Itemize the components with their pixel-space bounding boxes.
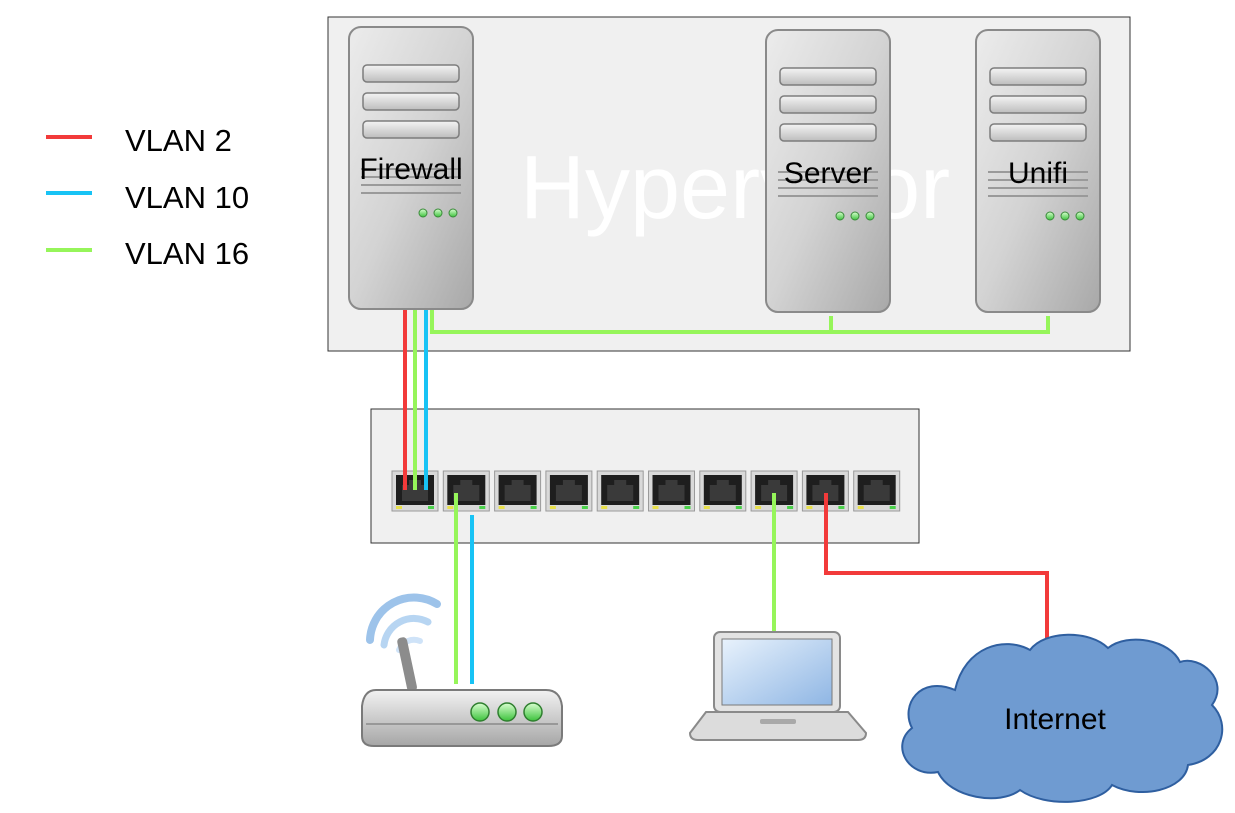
- hypervisor-vlan16-bus: [430, 310, 1050, 334]
- laptop[interactable]: [688, 631, 868, 741]
- wireless-router[interactable]: [361, 593, 563, 747]
- internet-cloud[interactable]: Internet: [901, 633, 1224, 803]
- legend-item-vlan-2: VLAN 2: [46, 123, 232, 158]
- legend-label-vlan-10: VLAN 10: [125, 180, 249, 215]
- switch-port-3[interactable]: [494, 470, 542, 512]
- wireless-router-icon: [361, 593, 563, 747]
- server-label-unifi: Unifi: [1008, 157, 1068, 190]
- internet-label: Internet: [1004, 703, 1106, 736]
- server-label-firewall: Firewall: [359, 153, 462, 186]
- cloud-icon: [901, 633, 1224, 803]
- switch-port-2[interactable]: [442, 470, 490, 512]
- cables: [403, 310, 1049, 684]
- switch-port-5[interactable]: [596, 470, 644, 512]
- server-firewall[interactable]: Firewall: [348, 26, 474, 310]
- switch-port-6[interactable]: [648, 470, 695, 512]
- server-label-server: Server: [784, 157, 872, 190]
- server-server[interactable]: Server: [765, 29, 891, 313]
- server-unifi[interactable]: Unifi: [975, 29, 1101, 313]
- legend-item-vlan-10: VLAN 10: [46, 180, 249, 215]
- legend: VLAN 2 VLAN 10 VLAN 16: [46, 123, 249, 271]
- switch-port-7[interactable]: [699, 470, 747, 512]
- legend-label-vlan-2: VLAN 2: [125, 123, 232, 158]
- laptop-icon: [688, 631, 868, 741]
- legend-label-vlan-16: VLAN 16: [125, 236, 249, 271]
- switch-port-10[interactable]: [853, 470, 901, 512]
- cable-internet-vlan2: [824, 493, 1049, 642]
- legend-item-vlan-16: VLAN 16: [46, 236, 249, 271]
- switch-port-4[interactable]: [545, 470, 593, 512]
- network-switch[interactable]: [370, 408, 920, 544]
